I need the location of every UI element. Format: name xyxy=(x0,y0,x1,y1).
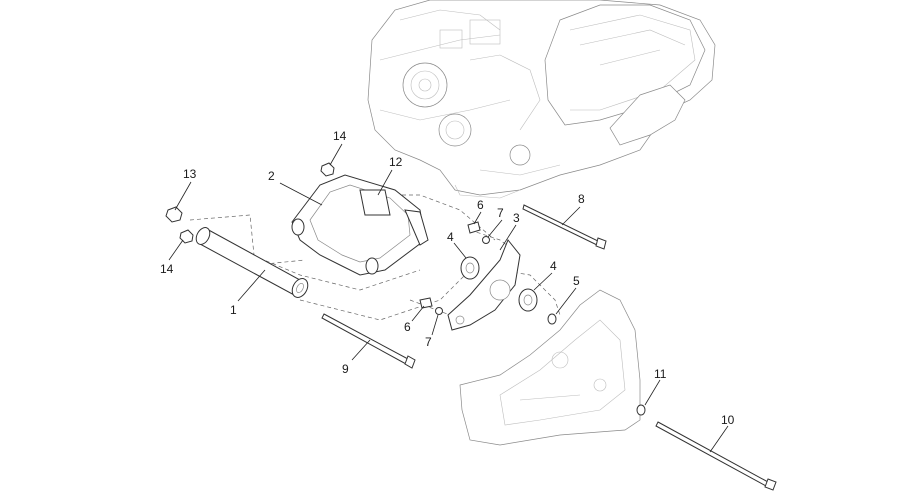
part-3-plate xyxy=(447,239,521,331)
callout-12: 11 xyxy=(654,367,667,381)
part-4-bushing-a xyxy=(460,256,480,280)
callout-labels: 14 13 14 2 12 6 7 3 4 4 5 8 1 6 7 9 11 1… xyxy=(160,129,735,427)
callout-14-left: 14 xyxy=(160,262,174,276)
callout-5: 5 xyxy=(573,274,580,288)
part-7-washer-a xyxy=(482,236,490,244)
callout-6-bottom: 6 xyxy=(404,320,411,334)
callout-7-top: 7 xyxy=(497,206,504,220)
part-6-bolt-b xyxy=(419,297,433,309)
part-5-washer xyxy=(547,313,557,325)
callout-8: 8 xyxy=(578,192,585,206)
callout-11: 10 xyxy=(721,413,735,427)
callout-4-right: 4 xyxy=(550,259,557,273)
part-13-nut xyxy=(165,206,183,223)
part-8-long-bolt xyxy=(522,204,607,250)
part-2-link-arm xyxy=(291,174,429,276)
part-14-nut-a xyxy=(179,229,194,244)
callout-7-bottom: 7 xyxy=(425,335,432,349)
engine-assembly xyxy=(367,0,716,199)
callout-10: 9 xyxy=(342,362,349,376)
callout-9: 12 xyxy=(389,155,403,169)
callout-14-top: 14 xyxy=(333,129,347,143)
part-12-washer xyxy=(636,404,646,416)
part-14-nut-b xyxy=(320,162,335,177)
leader-lines xyxy=(168,143,729,453)
part-11-long-bolt xyxy=(655,421,777,491)
part-7-washer-b xyxy=(435,307,443,315)
callout-4-left: 4 xyxy=(447,230,454,244)
callout-1: 1 xyxy=(230,303,237,317)
part-4-bushing-b xyxy=(518,288,538,312)
callout-13: 13 xyxy=(183,167,197,181)
part-10-long-bolt xyxy=(321,313,416,369)
callout-2: 2 xyxy=(268,169,275,183)
frame-bracket xyxy=(459,289,641,446)
callout-6-top: 6 xyxy=(477,198,484,212)
callout-3: 3 xyxy=(513,211,520,225)
part-1-tube xyxy=(195,227,309,298)
